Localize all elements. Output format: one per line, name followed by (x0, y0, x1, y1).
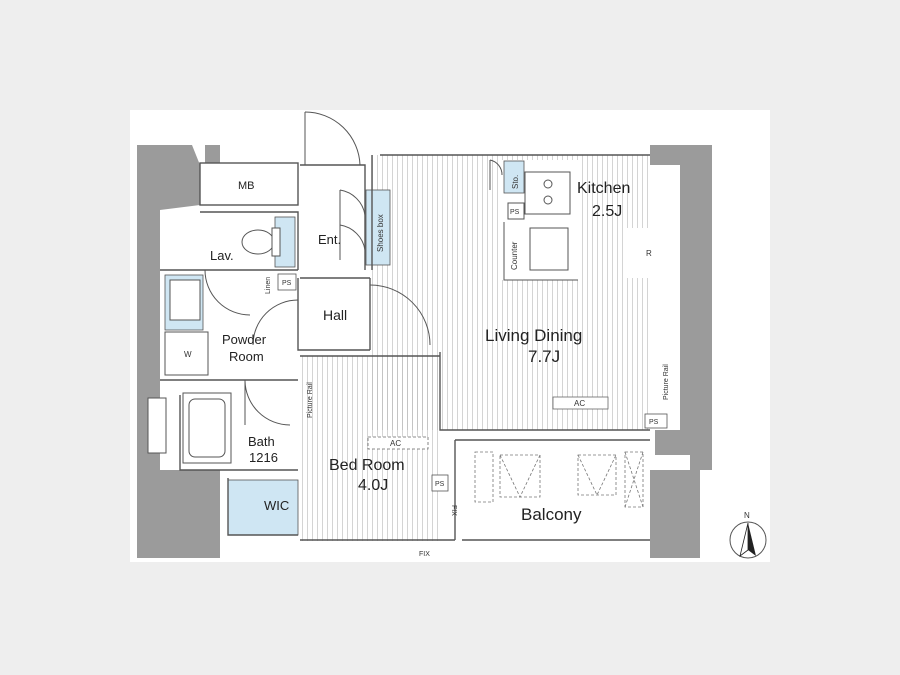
linen-label: Linen (265, 277, 272, 294)
living-dining-label-1: Living Dining (485, 326, 582, 345)
compass-icon (729, 521, 767, 559)
wic-label: WIC (264, 498, 289, 513)
washer-icon (164, 279, 209, 376)
kitchen-label-2: 2.5J (592, 203, 622, 220)
ac-living-label: AC (574, 399, 585, 408)
compass-north-label: N (744, 511, 750, 520)
bed-room-label-2: 4.0J (358, 477, 388, 494)
fix-side-label: FIX (450, 505, 457, 516)
kitchen-label-1: Kitchen (577, 180, 630, 197)
powder-label-2: Room (229, 349, 264, 364)
ac-bed (367, 436, 429, 450)
ac-bed-label: AC (390, 439, 401, 448)
bath-label-1: Bath (248, 434, 275, 449)
doors (204, 111, 503, 426)
sto-label: Sto. (511, 175, 520, 189)
hall-label: Hall (323, 307, 347, 323)
toilet-icon (241, 227, 281, 257)
w-label: W (184, 350, 192, 359)
bathtub-icon (182, 392, 232, 464)
powder-label-1: Powder (222, 332, 267, 347)
counter-label: Counter (510, 241, 519, 270)
fix-bottom-label: FIX (419, 551, 430, 558)
ac-living (552, 396, 609, 410)
kitchen-fixtures (503, 171, 578, 281)
lav-label: Lav. (210, 248, 234, 263)
structural-walls (137, 145, 712, 558)
ps-living-label: PS (649, 419, 659, 426)
ps-powder-label: PS (282, 280, 292, 287)
bed-room-label-1: Bed Room (329, 457, 405, 474)
mb-label: MB (238, 180, 255, 192)
shoes-box-label: Shoes box (376, 214, 385, 252)
living-dining-label-2: 7.7J (528, 347, 560, 366)
balcony-windows (474, 451, 644, 508)
bath-label-2: 1216 (249, 450, 278, 465)
picture-rail-bed-label: Picture Rail (307, 382, 314, 418)
picture-rail-living-label: Picture Rail (663, 364, 670, 400)
ent-label: Ent. (318, 232, 341, 247)
balcony-label: Balcony (521, 505, 582, 524)
ps-kitchen-label: PS (510, 209, 520, 216)
r-label: R (646, 249, 652, 258)
ps-bed-label: PS (435, 481, 445, 488)
